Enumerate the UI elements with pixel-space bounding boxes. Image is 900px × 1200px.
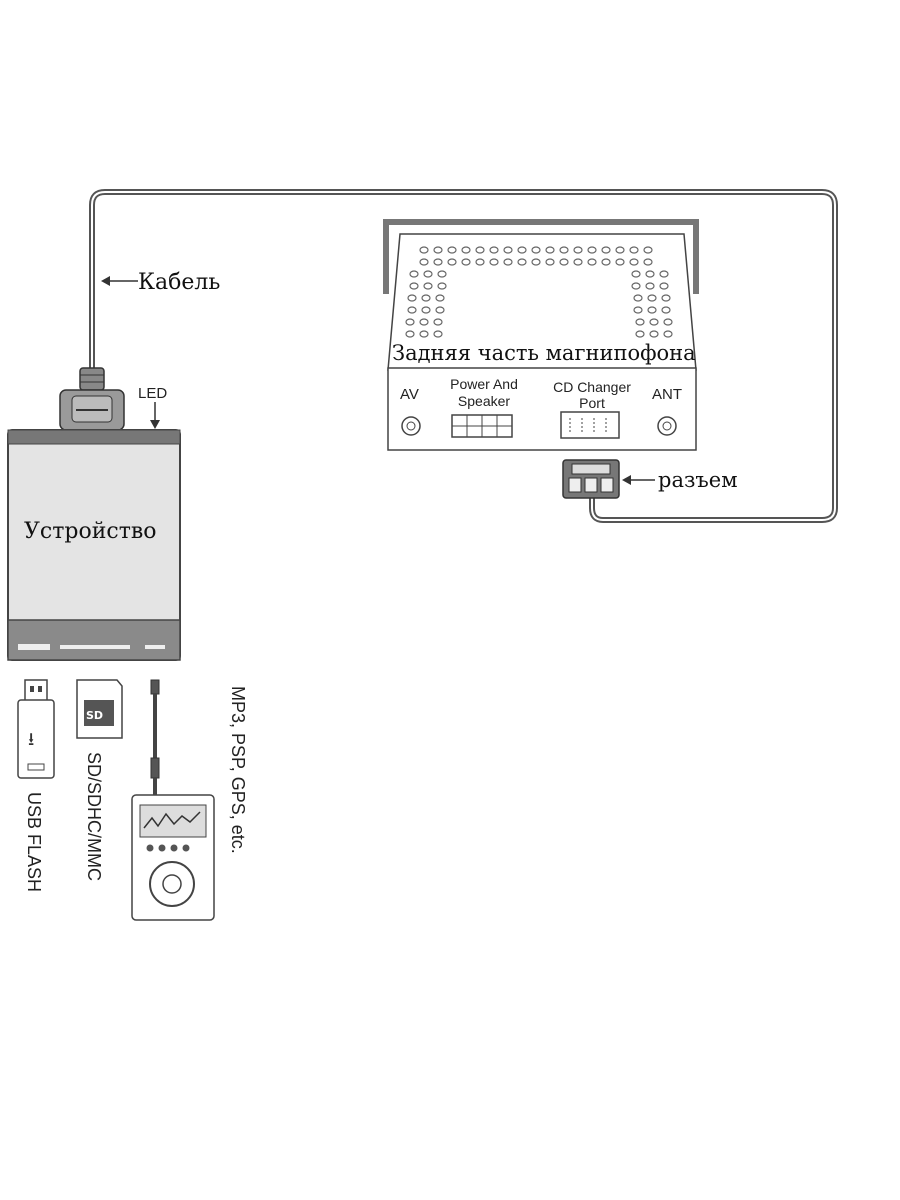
cd-changer-label-2: Port: [579, 395, 605, 411]
led-label: LED: [138, 385, 167, 402]
cable-label: Кабель: [138, 270, 220, 295]
mp3-player: [131, 794, 215, 921]
sd-cards-label: SD/SDHC/MMC: [84, 752, 104, 881]
usb-symbol-icon: ⭳: [28, 729, 34, 750]
cd-changer-label-1: CD Changer: [553, 379, 631, 395]
av-label: AV: [400, 386, 419, 403]
device: Устройство: [7, 429, 181, 661]
usb-flash-label: USB FLASH: [24, 792, 44, 892]
power-speaker-label-1: Power And: [450, 376, 518, 392]
audio-jack-cable: [150, 679, 160, 795]
usb-flash-drive: ⭳: [17, 679, 55, 779]
sd-card: SD: [76, 679, 123, 739]
head-unit: Задняя часть магнипофона AV Power And Sp…: [383, 219, 699, 451]
device-plug: [59, 367, 125, 431]
connector-label-group: разъем: [622, 468, 738, 492]
power-speaker-label-2: Speaker: [458, 393, 510, 409]
cable-label-group: Кабель: [101, 270, 220, 295]
device-label: Устройство: [24, 519, 157, 544]
led-label-group: LED: [138, 385, 167, 429]
vent-holes: [405, 246, 673, 338]
connector-label: разъем: [658, 468, 738, 492]
players-label: MP3, PSP, GPS, etc.: [228, 686, 248, 854]
sd-logo-icon: SD: [86, 709, 103, 722]
head-unit-label: Задняя часть магнипофона: [392, 341, 696, 365]
connector-plug: [562, 459, 620, 499]
power-speaker-connector: [451, 414, 513, 438]
ant-label: ANT: [652, 386, 682, 403]
cd-changer-port: [560, 411, 620, 439]
